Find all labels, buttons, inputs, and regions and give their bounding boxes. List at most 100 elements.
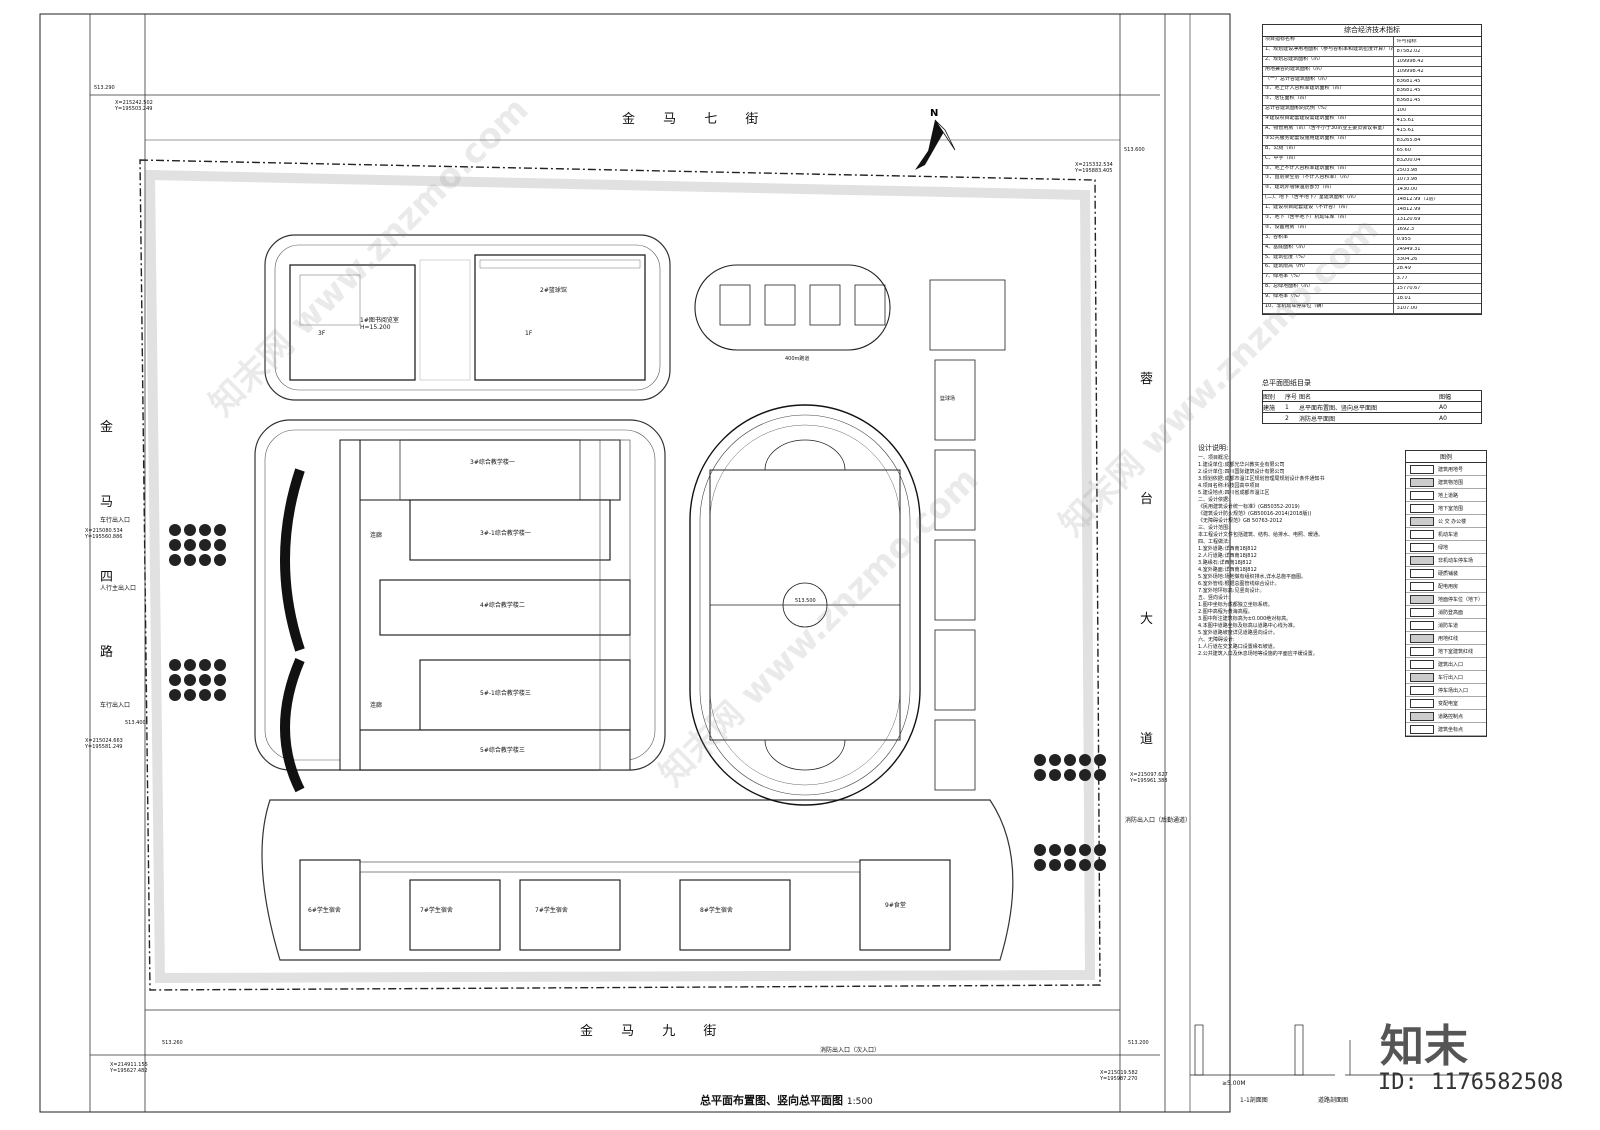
street-west-label: 金 马 四 路 bbox=[100, 390, 113, 690]
legend-item: 道路控制点 bbox=[1406, 710, 1486, 723]
legend-item: 机动车道 bbox=[1406, 528, 1486, 541]
library-floors: 3F bbox=[318, 330, 326, 337]
design-note-line: 四、工程做法: bbox=[1198, 539, 1230, 545]
dorm-7b-label: 7#学生宿舍 bbox=[535, 907, 568, 914]
legend-swatch bbox=[1410, 724, 1434, 734]
legend-swatch bbox=[1410, 529, 1434, 539]
econ-table-row: 9、绿地率（%）18.01 bbox=[1263, 294, 1481, 305]
canteen bbox=[859, 859, 951, 951]
drawing-frame bbox=[39, 13, 1231, 1113]
econ-table-row: ①、首层架空层（不计入容积率）（㎡）1073.98 bbox=[1263, 175, 1481, 186]
legend-swatch bbox=[1410, 685, 1434, 695]
legend-swatch bbox=[1410, 659, 1434, 669]
dorm-8 bbox=[679, 879, 791, 951]
legend-item: 用地红线 bbox=[1406, 632, 1486, 645]
design-note-line: 《无障碍设计规范》GB 50763-2012 bbox=[1198, 518, 1283, 524]
design-note-line: 本工程设计文件包括建筑、结构、给排水、电照、暖通。 bbox=[1198, 532, 1324, 538]
teaching-5-1-label: 5#-1综合教学楼三 bbox=[480, 690, 531, 697]
legend-item: 地下室建筑红线 bbox=[1406, 645, 1486, 658]
legend-swatch bbox=[1410, 594, 1434, 604]
econ-table-row: ①、地下（含半地下）机动车库（㎡）13120.69 bbox=[1263, 215, 1481, 225]
design-note-line: 1.建设单位:成都光华兴教实业有限公司 bbox=[1198, 462, 1285, 468]
dorm-6-label: 6#学生宿舍 bbox=[308, 907, 341, 914]
dorm-7a-label: 7#学生宿舍 bbox=[420, 907, 453, 914]
legend-swatch bbox=[1410, 633, 1434, 643]
econ-table-row: ③公共服务配套设施用建筑面积（㎡）83265.84 bbox=[1263, 135, 1481, 146]
legend-item: 配电用房 bbox=[1406, 580, 1486, 593]
section-2-title: 道路剖面图 bbox=[1318, 1097, 1349, 1104]
basketball-label: 篮球场 bbox=[940, 396, 956, 402]
fire-entrance-label: 消防出入口（后勤通道） bbox=[1125, 817, 1192, 824]
legend-swatch bbox=[1410, 490, 1434, 500]
teaching-3-label: 3#综合教学楼一 bbox=[470, 459, 515, 466]
street-west-char: 金 bbox=[100, 420, 114, 435]
design-note-line: 一、项目概况: bbox=[1198, 455, 1230, 461]
design-note-line: 三、设计范围: bbox=[1198, 525, 1230, 531]
design-note-line: 3.路缘石:详西南18J812 bbox=[1198, 560, 1252, 566]
street-west-char: 路 bbox=[100, 645, 114, 660]
legend-swatch bbox=[1410, 672, 1434, 682]
legend-item: 绿地 bbox=[1406, 541, 1486, 554]
design-note-line: 1.室外道路:详西南18J812 bbox=[1198, 546, 1257, 552]
elevation-label: 513.600 bbox=[1124, 147, 1145, 153]
econ-table-title: 综合经济技术指标 bbox=[1263, 25, 1481, 37]
library-building bbox=[289, 264, 416, 381]
design-note-line: 五、竖向设计: bbox=[1198, 595, 1230, 601]
econ-table-row: ④建设项目配套建设需建筑面积（㎡）415.61 bbox=[1263, 116, 1481, 127]
design-note-line: 2.公共建筑入口及休息场地等设施的平面应平缓设置。 bbox=[1198, 651, 1318, 657]
teaching-building-3 bbox=[359, 439, 621, 501]
gym-label: 2#篮球馆 bbox=[540, 287, 567, 294]
dorm-7b bbox=[519, 879, 621, 951]
street-north-label: 金 马 七 街 bbox=[622, 112, 771, 127]
econ-table-row: 4、基底面积（㎡）24949.31 bbox=[1263, 244, 1481, 255]
econ-table-row: 总计容建筑面积的比例（%）100 bbox=[1263, 106, 1481, 117]
drawings-list-header: 图别 序号 图名 图幅 bbox=[1262, 390, 1482, 402]
design-note-line: 2.图中高程为黄海高程。 bbox=[1198, 609, 1253, 615]
legend-item: 建筑物范围 bbox=[1406, 476, 1486, 489]
legend-swatch bbox=[1410, 646, 1434, 656]
legend-item: 建筑用地号 bbox=[1406, 463, 1486, 476]
street-east-char: 大 bbox=[1140, 612, 1154, 627]
econ-table-row: ②、建筑外墙保温层部分（㎡）1430.00 bbox=[1263, 185, 1481, 196]
design-note-line: 5.室外场地:场地做有组织排水,详水总施平面图。 bbox=[1198, 574, 1307, 580]
drawings-list-row: 建施 1 总平面布置图、竖向总平面图 A0 bbox=[1262, 402, 1482, 413]
design-note-line: 3.规划依据:成都市温江区规划管理局规划设计条件通知书 bbox=[1198, 476, 1325, 482]
court-area bbox=[694, 264, 891, 351]
corridor-label: 连廊 bbox=[370, 532, 383, 539]
section-dim: ≥5.00M bbox=[1222, 1080, 1246, 1087]
econ-table-row: （一）总计容建筑面积（㎡）83681.45 bbox=[1263, 76, 1481, 87]
econ-table-row: 1、规划建设净用地面积（参与容积率和建筑密度计算）（㎡）87582.02 bbox=[1263, 46, 1481, 57]
econ-table-row: 7、绿地率（%）3.77 bbox=[1263, 274, 1481, 285]
vehicle-entrance-label: 车行出入口 bbox=[100, 517, 131, 524]
design-notes-title: 设计说明: bbox=[1198, 444, 1229, 452]
design-note-line: 5.室外道路坡度详见道路竖向设计。 bbox=[1198, 630, 1278, 636]
vehicle-entrance-label: 车行出入口 bbox=[100, 702, 131, 709]
corridor-label: 连廊 bbox=[370, 702, 383, 709]
econ-table-row: (二)、地下（含半地下）室建筑面积（㎡）14812.99（1层） bbox=[1263, 195, 1481, 206]
econ-table-row: ①、地上计入容积率建筑面积（㎡）83681.45 bbox=[1263, 86, 1481, 97]
elevation-label: 513.260 bbox=[162, 1040, 183, 1046]
legend-item: 地面停车位（地下） bbox=[1406, 593, 1486, 606]
design-note-line: 4.项目名称:科技园高中项目 bbox=[1198, 483, 1260, 489]
legend-item: 停车场出入口 bbox=[1406, 684, 1486, 697]
dorm-6 bbox=[299, 859, 361, 951]
design-note-line: 4.本图中道路坐标及标高以道路中心线为准。 bbox=[1198, 623, 1298, 629]
legend-title: 图例 bbox=[1406, 451, 1486, 463]
design-note-line: 2.人行道路:详西南18J812 bbox=[1198, 553, 1257, 559]
legend-swatch bbox=[1410, 503, 1434, 513]
legend-swatch bbox=[1410, 464, 1434, 474]
street-south-label: 金 马 九 街 bbox=[580, 1024, 729, 1039]
design-note-line: 5.建设地点:四川省成都市温江区 bbox=[1198, 490, 1270, 496]
legend-item: 建筑出入口 bbox=[1406, 658, 1486, 671]
legend-swatch bbox=[1410, 516, 1434, 526]
section-1-title: 1-1剖面图 bbox=[1240, 1097, 1268, 1104]
legend-item: 公 交 办公楼 bbox=[1406, 515, 1486, 528]
